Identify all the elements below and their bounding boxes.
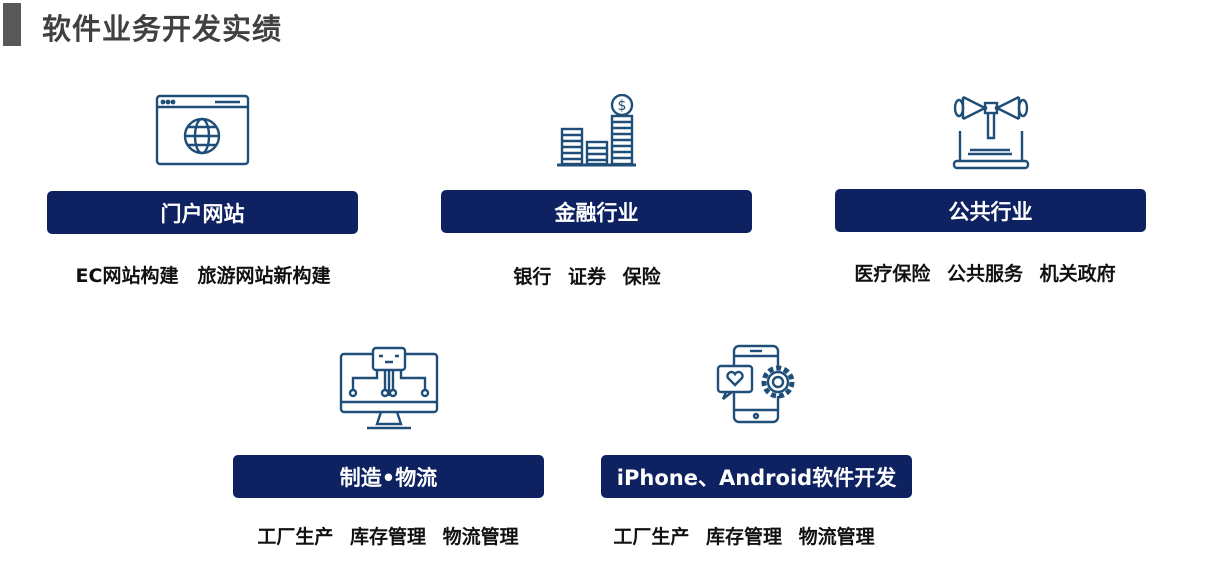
- category-banner-finance: 金融行业: [441, 190, 752, 233]
- category-banner-portal: 门户网站: [47, 191, 358, 234]
- portal-items: EC网站构建 旅游网站新构建: [75, 265, 331, 287]
- manufacturing-items: 工厂生产 库存管理 物流管理: [257, 526, 519, 548]
- globe-window-icon: [155, 94, 250, 166]
- coins-dollar-icon: $: [557, 94, 636, 167]
- monitor-circuit-icon: [339, 346, 439, 430]
- finance-items: 银行 证券 保险: [513, 266, 661, 288]
- megaphone-laptop-icon: [952, 95, 1030, 170]
- phone-gear-icon: [716, 344, 795, 424]
- category-banner-public: 公共行业: [835, 189, 1146, 232]
- title-accent-bar: [3, 3, 21, 46]
- public-items: 医疗保险 公共服务 机关政府: [854, 263, 1116, 285]
- mobile-items: 工厂生产 库存管理 物流管理: [613, 526, 875, 548]
- page-title: 软件业务开发实绩: [42, 12, 283, 46]
- svg-text:$: $: [618, 98, 627, 114]
- category-banner-manufacturing: 制造•物流: [233, 455, 544, 498]
- category-banner-mobile: iPhone、Android软件开发: [601, 455, 912, 498]
